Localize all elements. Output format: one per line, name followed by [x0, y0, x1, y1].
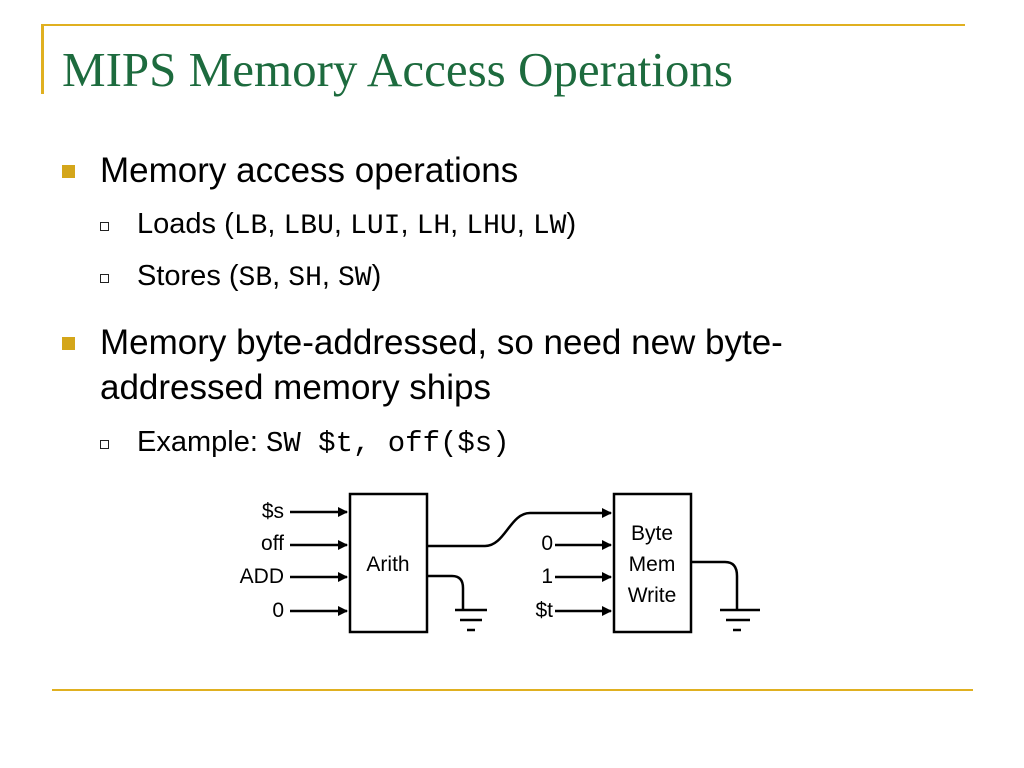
- arith-label: Arith: [366, 553, 409, 576]
- frame-bottom-rule: [52, 689, 973, 691]
- arith-output-wire: [427, 508, 612, 548]
- hollow-square-bullet-icon: [100, 440, 109, 449]
- arith-ground-wire: [427, 574, 465, 610]
- code-sh: SH: [288, 263, 322, 294]
- square-bullet-icon: [62, 337, 75, 350]
- slide-title: MIPS Memory Access Operations: [62, 42, 733, 97]
- code-lw: LW: [532, 211, 567, 242]
- example-label: Example:: [137, 426, 266, 458]
- code-lhu: LHU: [466, 211, 517, 242]
- arith-input-add-label: ADD: [240, 565, 284, 588]
- write-input-t-label: $t: [535, 599, 553, 622]
- bullet-text-line-2: addressed memory ships: [100, 368, 491, 407]
- sub-bullet-text: Example: SW $t, off($s): [137, 424, 510, 462]
- frame-top-rule: [41, 24, 965, 26]
- byte-mem-write-label-line-2: Mem: [629, 553, 676, 576]
- code-sb: SB: [238, 263, 273, 294]
- byte-mem-write-block: [612, 492, 693, 634]
- code-lui: LUI: [350, 211, 401, 242]
- arith-input-zero-label: 0: [272, 599, 284, 622]
- byte-mem-write-label-line-1: Byte: [631, 522, 673, 545]
- arith-block: [348, 492, 429, 634]
- memory-write-diagram: $s off ADD 0 Arith 0 1 $t Byte Mem Write: [240, 492, 760, 634]
- arith-input-s-label: $s: [262, 500, 284, 523]
- frame-left-accent: [41, 24, 44, 94]
- arith-input-off-label: off: [261, 532, 284, 555]
- code-sw: SW: [338, 263, 372, 294]
- stores-label: Stores (: [137, 260, 239, 292]
- square-bullet-icon: [62, 165, 75, 178]
- bullet-text-line-1: Memory byte-addressed, so need new byte-: [100, 323, 783, 362]
- code-lb: LB: [233, 211, 268, 242]
- code-lbu: LBU: [283, 211, 334, 242]
- write-input-zero-label: 0: [541, 532, 553, 555]
- write-input-one-label: 1: [541, 565, 553, 588]
- loads-close: ): [566, 208, 577, 240]
- stores-close: ): [371, 260, 382, 292]
- sub-bullet-text: Loads (LB, LBU, LUI, LH, LHU, LW): [137, 208, 577, 242]
- byte-mem-write-label-line-3: Write: [628, 584, 677, 607]
- bullet-text: Memory access operations: [100, 151, 519, 190]
- hollow-square-bullet-icon: [100, 222, 109, 231]
- loads-label: Loads (: [137, 208, 234, 240]
- example-code: SW $t, off($s): [265, 427, 510, 460]
- code-lh: LH: [416, 211, 451, 242]
- hollow-square-bullet-icon: [100, 274, 109, 283]
- write-ground-wire: [691, 560, 739, 610]
- sub-bullet-text: Stores (SB, SH, SW): [137, 260, 382, 294]
